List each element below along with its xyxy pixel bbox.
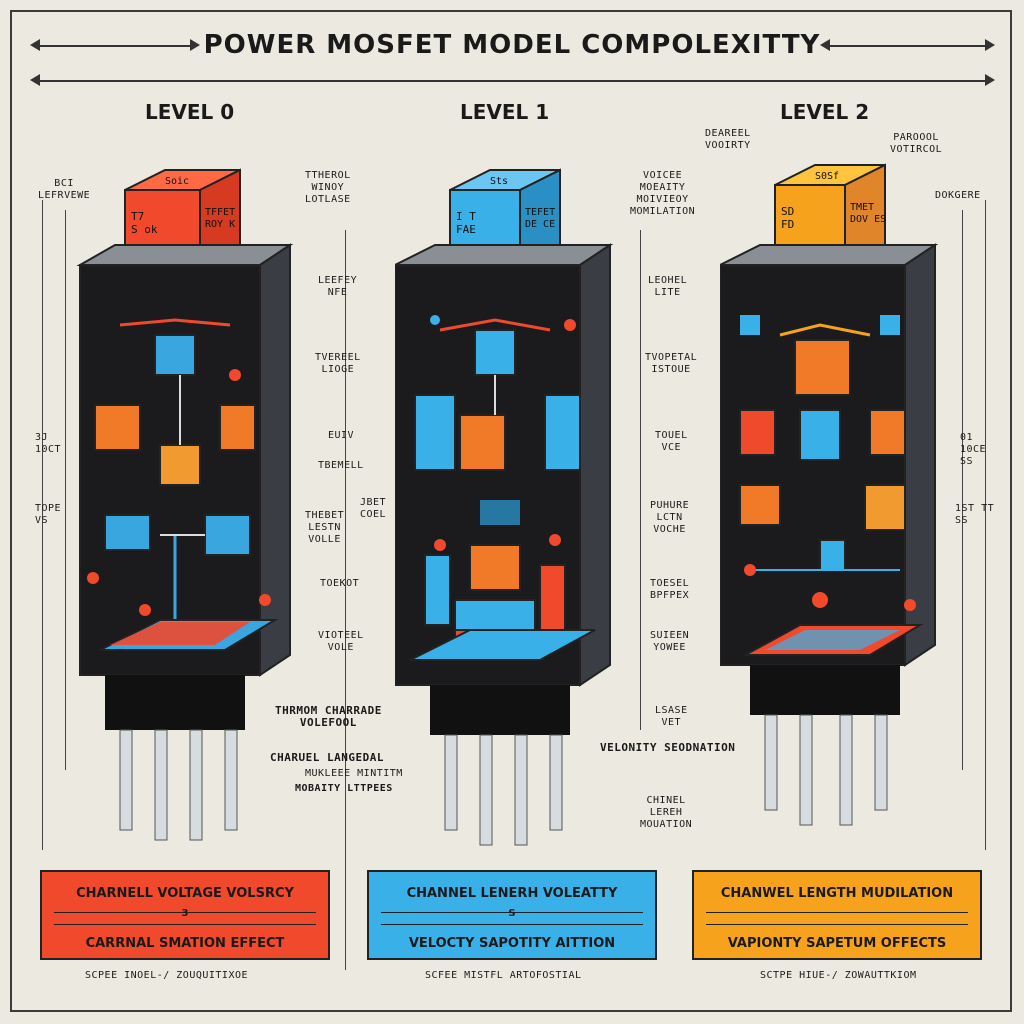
level-2-box-line1: CHANWEL LENGTH MUDILATION xyxy=(720,886,954,901)
chip-top-label: S0Sf xyxy=(815,171,839,182)
arrow-right-icon xyxy=(985,74,995,86)
note-twinoy: TTHEROL WINOY LOTLASE xyxy=(305,170,351,205)
note-jbet: JBET COEL xyxy=(360,497,387,520)
chip-right-label: TEFET xyxy=(525,207,555,218)
header-rule xyxy=(40,80,985,82)
chip-left-label: I T xyxy=(456,210,476,223)
note-lsase: LSASE VET xyxy=(655,705,688,728)
level-0-box-line1: CHARNELL VOLTAGE VOLSRCY xyxy=(76,886,294,901)
level-1-footer: SCFEE MISTFL ARTOFOSTIAL xyxy=(425,970,582,981)
arrow-right-icon xyxy=(190,39,200,51)
level-2-box-line2: VAPIONTY SAPETUM OFFECTS xyxy=(727,936,947,951)
diagram-title: POWER MOSFET MODEL COMPOLEXITTY xyxy=(203,30,821,60)
center-right-line xyxy=(640,230,641,730)
note-toesel: TOESEL BPFPEX xyxy=(650,578,690,601)
chip-right-label: DE CE xyxy=(525,219,555,230)
level-0-footer: SCPEE INOEL-/ ZOUQUITIXOE xyxy=(85,970,249,981)
note-tbemell: TBEMELL xyxy=(318,460,364,471)
note-touel: TOUEL VCE xyxy=(655,430,688,453)
chip-right-label: TFFET xyxy=(205,207,235,218)
level-0-box-line2: CARRNAL SMATION EFFECT xyxy=(85,936,285,951)
chip-left-label: FD xyxy=(781,218,794,231)
title-rule-left xyxy=(40,45,190,47)
level-1-box-line1: CHANNEL LENERH VOLEATTY xyxy=(406,886,618,901)
chip-left-label: FAE xyxy=(456,223,476,236)
arrow-left-icon xyxy=(30,74,40,86)
title-rule-right xyxy=(830,45,985,47)
right-bracket-line xyxy=(985,200,986,850)
left-bracket-line xyxy=(65,210,66,770)
level-2-footer: SCTPE HIUE-/ ZOWAUTTKIOM xyxy=(760,970,917,981)
note-thebet: THEBET LESTN VOLLE xyxy=(305,510,345,545)
arrow-right-icon xyxy=(985,39,995,51)
note-voicee: VOICEE MOEAITY MOIVIEOY MOMILATION xyxy=(630,170,696,217)
note-left-side2: TOPE VS xyxy=(35,503,62,526)
note-puhure: PUHURE LCTN VOCHE xyxy=(650,500,690,535)
level-2-label: LEVEL 2 xyxy=(780,100,870,124)
arrow-left-icon xyxy=(30,39,40,51)
note-tvopetal: TVOPETAL ISTOUE xyxy=(645,352,698,375)
level-0-box-mid: 3 xyxy=(181,908,189,919)
note-left-side: 3J 10CT xyxy=(35,432,62,455)
note-mukleee: MUKLEEE MINTITM xyxy=(305,768,403,779)
level-1-box-mid: S xyxy=(508,908,516,919)
left-bracket-line xyxy=(42,200,43,850)
note-charuel: CHARUEL LANGEDAL xyxy=(270,751,384,764)
note-dearel: DEAREEL VOOIRTY xyxy=(705,128,751,151)
level-0-summary-box: CHARNELL VOLTAGE VOLSRCY 3 CARRNAL SMATI… xyxy=(40,870,330,960)
chip-left-label: T7 xyxy=(131,210,144,223)
chip-left-label: SD xyxy=(781,205,794,218)
center-left-line xyxy=(345,230,346,970)
note-suieen: SUIEEN YOWEE xyxy=(650,630,690,653)
diagram-frame xyxy=(10,10,1012,1012)
right-bracket-line xyxy=(962,210,963,770)
level-1-box-line2: VELOCTY SAPOTITY AITTION xyxy=(408,936,616,951)
level-2-summary-box: CHANWEL LENGTH MUDILATION VAPIONTY SAPET… xyxy=(692,870,982,960)
chip-top-label: Soic xyxy=(165,176,189,187)
chip-right-label: ROY K xyxy=(205,219,235,230)
level-1-summary-box: CHANNEL LENERH VOLEATTY S VELOCTY SAPOTI… xyxy=(367,870,657,960)
note-velonity: VELONITY SEODNATION xyxy=(600,741,736,754)
note-mobaity: MOBAITY LTTPEES xyxy=(295,783,393,794)
chip-left-label: S ok xyxy=(131,223,158,236)
note-euiv: EUIV xyxy=(328,430,355,441)
note-bc: BCI LEFRVEWE xyxy=(38,178,91,201)
note-dokgere: DOKGERE xyxy=(935,190,981,201)
chip-top-label: Sts xyxy=(490,176,508,187)
note-right-side: 01 10CE SS xyxy=(960,432,987,467)
chip-right-label: TMET xyxy=(850,202,874,213)
level-1-label: LEVEL 1 xyxy=(460,100,550,124)
note-voiteel: VIOTEEL VOLE xyxy=(318,630,364,653)
note-tvereel: TVEREEL LIOGE xyxy=(315,352,361,375)
note-thrmom: THRMOM CHARRADE VOLEFOOL xyxy=(275,704,382,729)
note-chinel: CHINEL LEREH MOUATION xyxy=(640,795,693,830)
note-toekot: TOEKOT xyxy=(320,578,360,589)
note-leefey: LEEFEY NFE xyxy=(318,275,358,298)
level-0-label: LEVEL 0 xyxy=(145,100,235,124)
chip-right-label: DOV ES xyxy=(850,214,886,225)
note-paroool: PAROOOL VOTIRCOL xyxy=(890,132,943,155)
note-right-side2: 1ST TT SS xyxy=(955,503,995,526)
arrow-left-icon xyxy=(820,39,830,51)
note-leohel: LEOHEL LITE xyxy=(648,275,688,298)
